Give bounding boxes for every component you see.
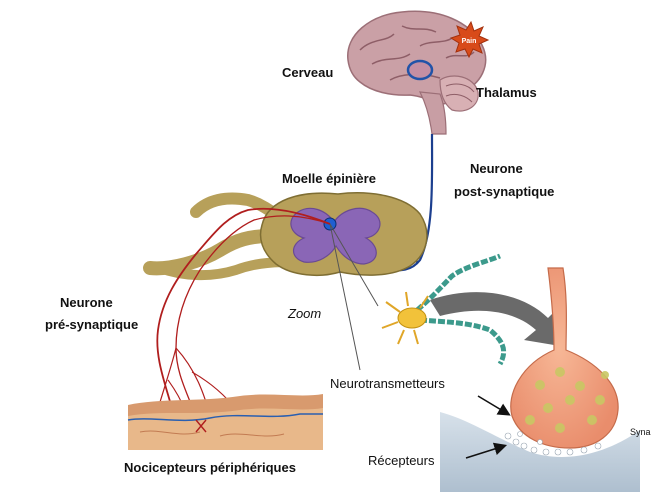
label-synapse-partial: Syna [630, 428, 651, 437]
label-neurone-pre-line2: pré-synaptique [45, 318, 138, 331]
label-neurone-post-line2: post-synaptique [454, 185, 554, 198]
label-thalamus: Thalamus [476, 86, 537, 99]
brain-illustration [348, 11, 488, 134]
skin-illustration [128, 394, 323, 450]
label-cerveau: Cerveau [282, 66, 333, 79]
label-neurone-pre-line1: Neurone [60, 296, 113, 309]
label-neurotransmetteurs: Neurotransmetteurs [330, 377, 445, 390]
spinal-cord-illustration [150, 193, 427, 275]
label-zoom: Zoom [288, 307, 321, 320]
label-moelle-epiniere: Moelle épinière [282, 172, 376, 185]
zoom-arrow-icon [430, 292, 560, 346]
label-nocicepteurs: Nocicepteurs périphériques [124, 461, 296, 474]
pain-label: Pain [462, 38, 477, 45]
label-recepteurs: Récepteurs [368, 454, 434, 467]
label-neurone-post-line1: Neurone [470, 162, 523, 175]
